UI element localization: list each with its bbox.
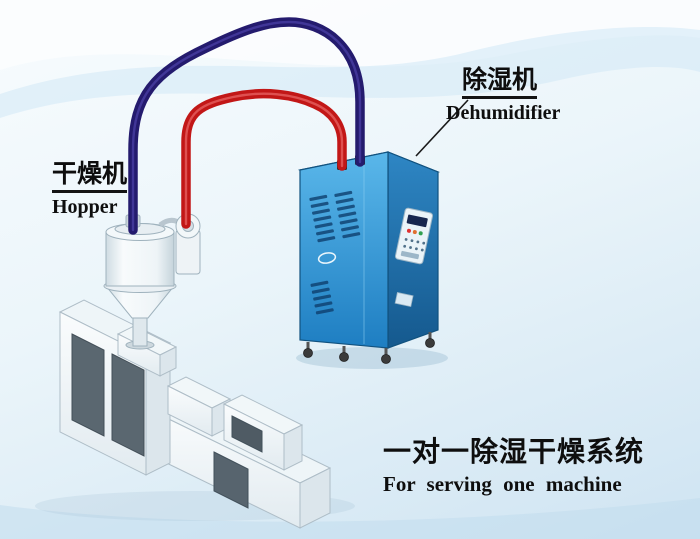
dehumidifier-label-group: 除湿机 Dehumidifier (446, 65, 561, 125)
hopper-neck (132, 315, 148, 347)
indicator-lamp-green (418, 231, 423, 236)
caster-wheels (303, 332, 435, 364)
vent-louvers (309, 190, 361, 315)
panel-buttons (403, 238, 426, 252)
cabinet-shadow (296, 347, 448, 369)
hopper-label-en: Hopper (52, 195, 118, 218)
return-air-pipe (181, 89, 347, 229)
dry-air-pipe (128, 17, 365, 235)
machine-door-right (111, 353, 145, 457)
cabinet-front-face (299, 151, 389, 349)
dehumidifier-label-en: Dehumidifier (446, 101, 561, 124)
diehead-panel (231, 415, 263, 453)
system-title-cn: 一对一除湿干燥系统 (383, 435, 645, 468)
system-title-group: 一对一除湿干燥系统 For serving one machine (383, 435, 645, 497)
dehumidifier-cabinet (296, 151, 448, 369)
system-title-en: For serving one machine (383, 472, 622, 497)
indicator-lamp-red (406, 228, 411, 233)
panel-switch (400, 250, 420, 260)
panel-display (406, 214, 428, 228)
hopper-label-group: 干燥机 Hopper (52, 159, 128, 219)
indicator-lamp-amber (412, 230, 417, 235)
dehumidifier-pointer-line (415, 99, 469, 157)
dehumidifier-label-cn: 除湿机 (462, 65, 538, 99)
machine-access-panel (213, 451, 249, 509)
machine-door-left (71, 333, 105, 437)
gearbox-front (167, 385, 213, 437)
control-panel (394, 207, 434, 265)
brand-oval (317, 252, 337, 264)
extruder-machine (35, 299, 355, 529)
side-label-sticker (394, 291, 414, 308)
hopper-label-cn: 干燥机 (52, 159, 128, 193)
